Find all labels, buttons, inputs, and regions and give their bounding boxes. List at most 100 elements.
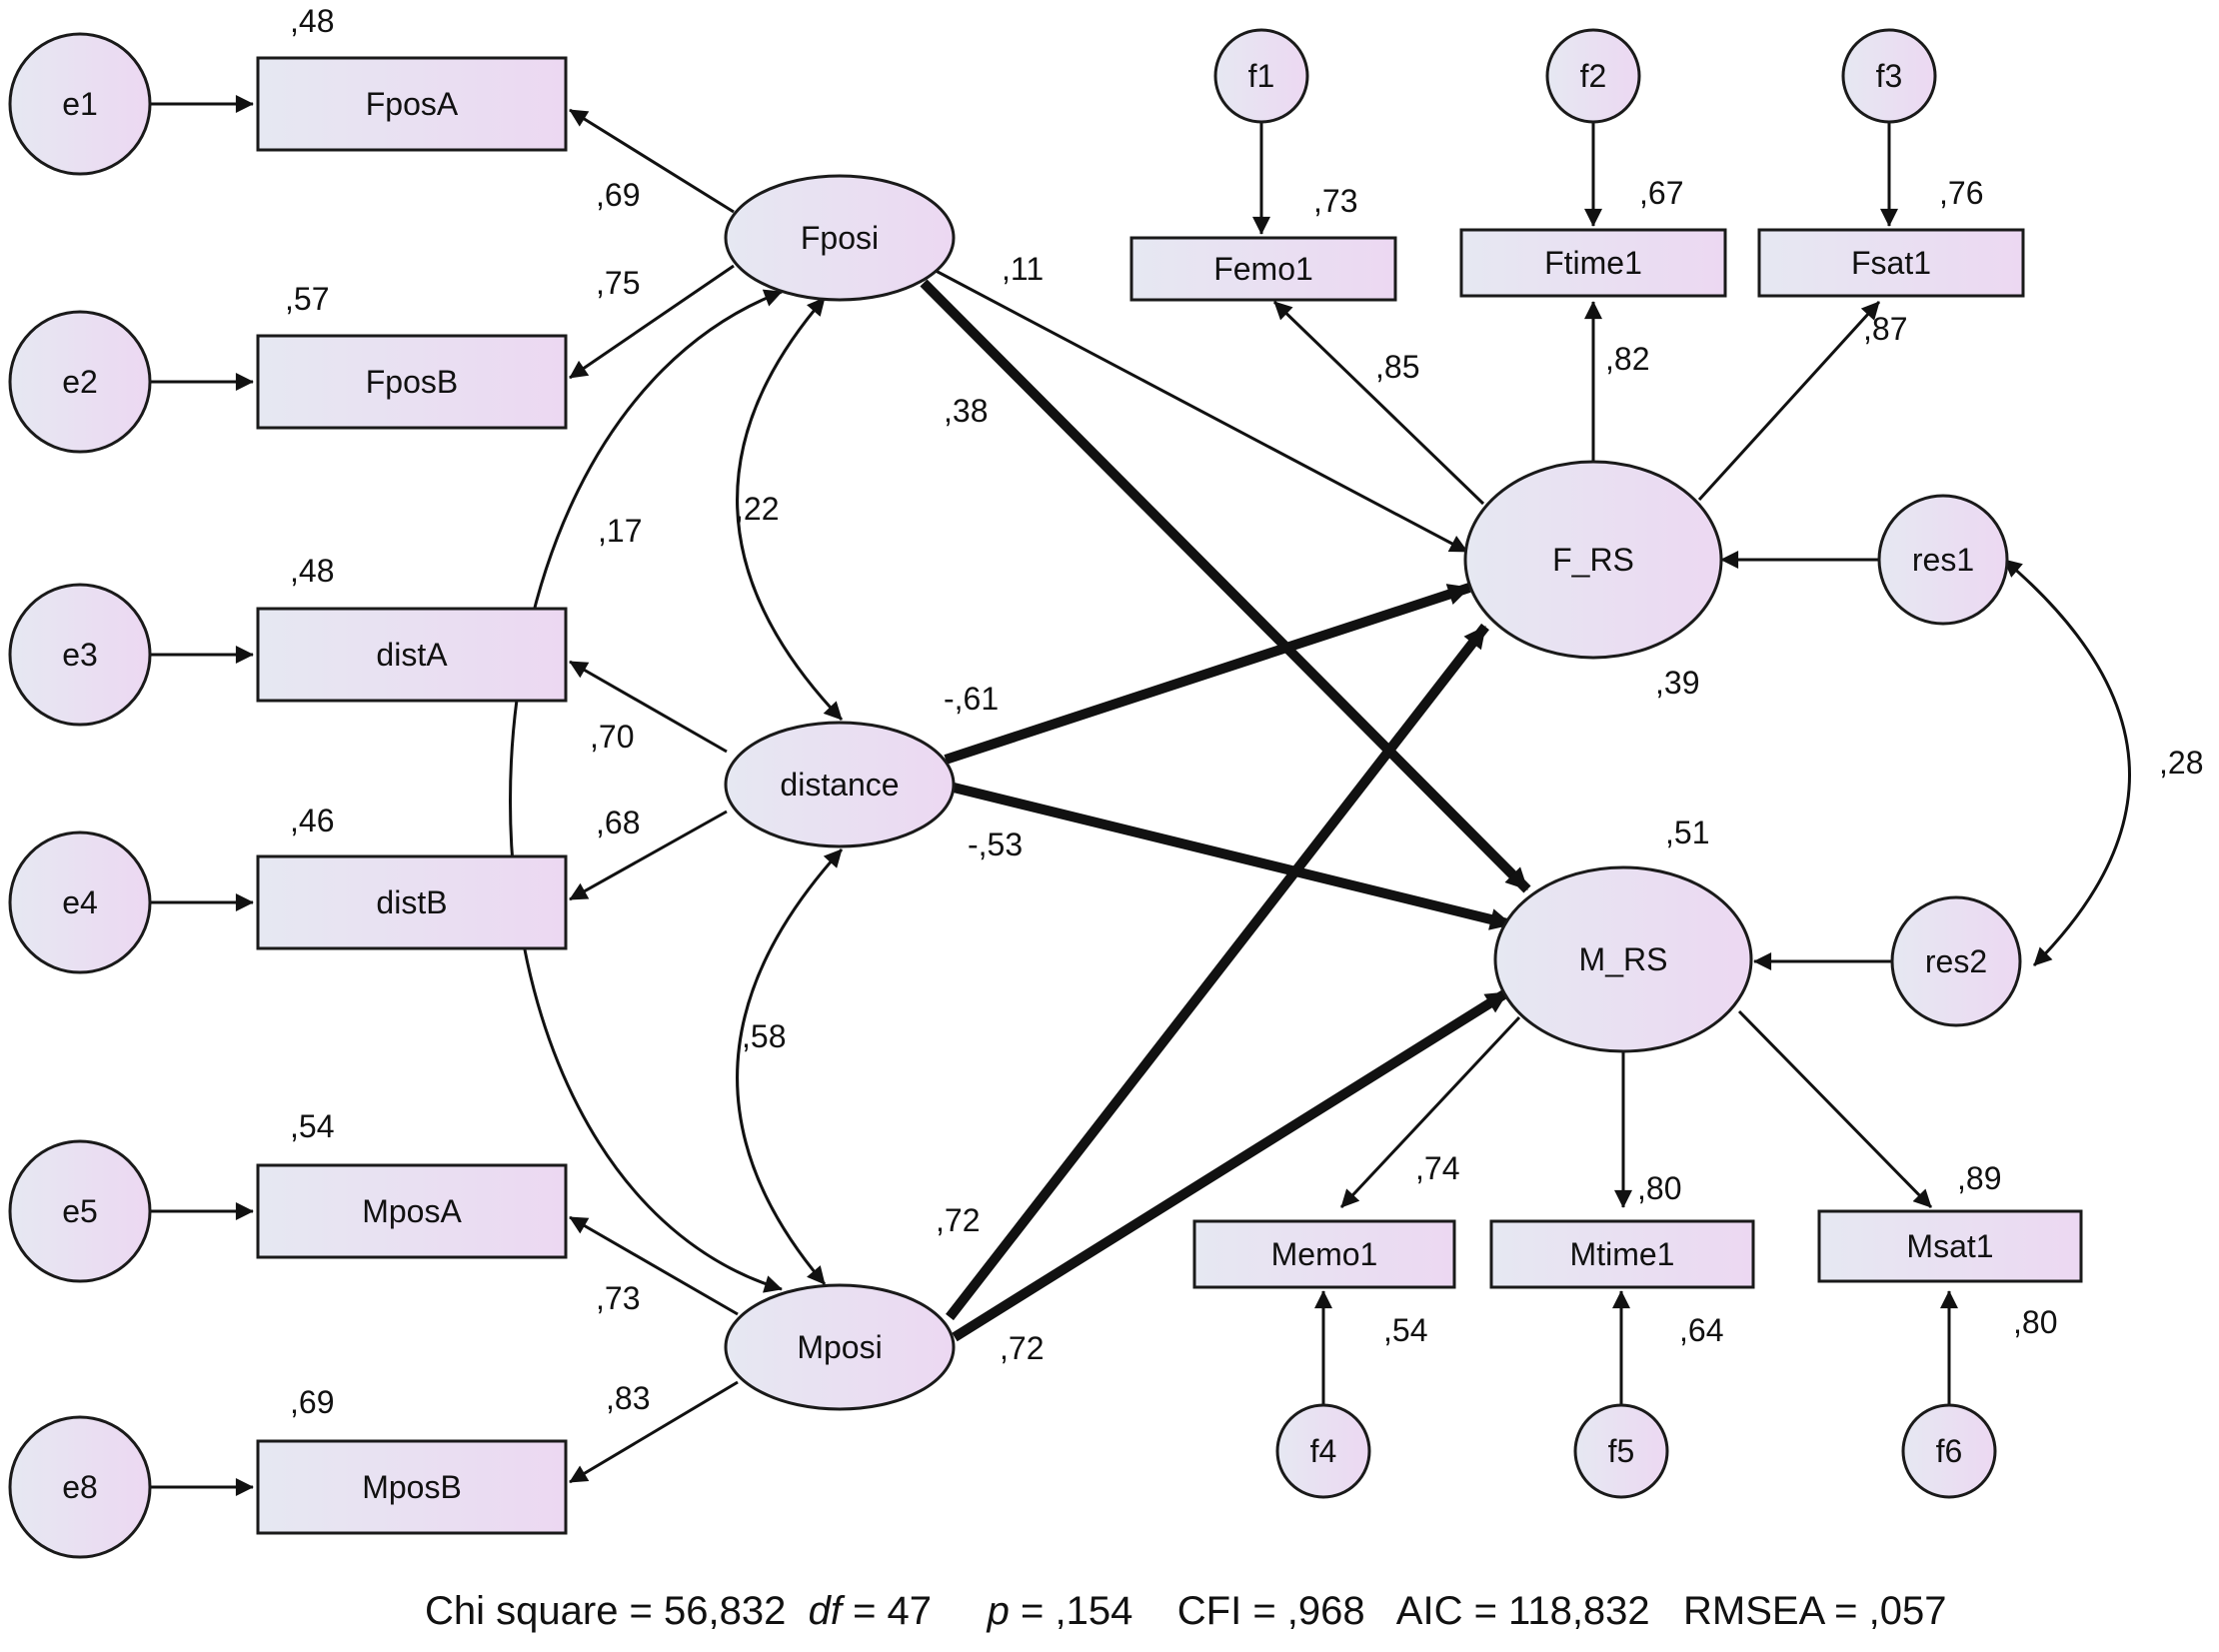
node-e2 [8,310,152,454]
coef-cov-Fposi-distance: ,22 [735,491,779,527]
coef-r2-MRS: ,51 [1665,815,1709,850]
coef-r2-Memo1: ,54 [1383,1312,1427,1348]
label-FposB: FposB [366,364,458,400]
node-Fsat1 [1757,228,2025,298]
fit-p-value: = ,154 [1009,1589,1133,1633]
coef-r2-MposA: ,54 [290,1108,334,1144]
node-distB [256,854,568,950]
label-f4: f4 [1310,1433,1337,1469]
coef-load-Mtime1: ,80 [1637,1170,1681,1206]
fit-rmsea: RMSEA = ,057 [1683,1589,1947,1633]
node-e5 [8,1139,152,1283]
label-e8: e8 [62,1469,98,1505]
node-MposA [256,1163,568,1259]
coef-r2-MposB: ,69 [290,1384,334,1420]
coef-load-Msat1: ,89 [1957,1160,2001,1196]
node-Fposi [724,174,956,302]
node-f6 [1901,1403,1997,1499]
fit-p-symbol: p [987,1589,1010,1633]
coef-path-distance-MRS: -,53 [968,826,1023,862]
label-MposA: MposA [362,1193,462,1229]
label-M_RS: M_RS [1579,941,1668,977]
fit-statistics: Chi square = 56,832 df = 47 p = ,154 CFI… [425,1589,1947,1634]
node-f5 [1573,1403,1669,1499]
label-F_RS: F_RS [1552,542,1634,578]
label-e4: e4 [62,884,98,920]
label-Fposi: Fposi [801,220,879,256]
coef-path-Mposi-FRS: ,72 [936,1202,980,1238]
fit-df-symbol: df [808,1589,842,1633]
fit-df-value: = 47 [841,1589,933,1633]
coef-r2-Msat1: ,80 [2013,1304,2057,1340]
node-FposB [256,334,568,430]
fit-chi-square: Chi square = 56,832 [425,1589,787,1633]
label-f1: f1 [1248,58,1275,94]
coef-load-Fsat1: ,87 [1863,311,1907,347]
label-f6: f6 [1936,1433,1963,1469]
coef-load-distB: ,68 [596,805,640,840]
node-Memo1 [1192,1219,1456,1289]
label-e5: e5 [62,1193,98,1229]
coef-path-distance-FRS: -,61 [944,681,999,717]
coef-load-MposB: ,83 [606,1380,650,1416]
coef-load-FposA: ,69 [596,177,640,213]
coef-r2-FRS: ,39 [1655,665,1699,701]
label-e2: e2 [62,364,98,400]
coef-r2-Mtime1: ,64 [1679,1312,1723,1348]
node-e4 [8,830,152,974]
label-MposB: MposB [362,1469,462,1505]
node-Ftime1 [1459,228,1727,298]
node-f2 [1545,28,1641,124]
label-res2: res2 [1925,943,1987,979]
coef-r2-FposB: ,57 [285,281,329,317]
coef-r2-distA: ,48 [290,553,334,589]
coef-load-Femo1: ,85 [1375,349,1419,385]
node-Femo1 [1129,236,1397,302]
label-distance: distance [780,767,899,803]
node-distance [724,721,956,848]
coef-cov-res: ,28 [2159,745,2203,781]
node-F_RS [1463,460,1723,660]
node-Mposi [724,1283,956,1411]
node-Mtime1 [1489,1219,1755,1289]
node-M_RS [1493,865,1753,1053]
node-e3 [8,583,152,727]
node-Msat1 [1817,1209,2083,1283]
label-Ftime1: Ftime1 [1544,245,1642,281]
coef-load-Memo1: ,74 [1415,1150,1459,1186]
node-res2 [1890,895,2022,1027]
coef-cov-Fposi-Mposi: ,17 [598,513,642,549]
coef-r2-FposA: ,48 [290,3,334,39]
label-Femo1: Femo1 [1213,251,1313,287]
node-f1 [1213,28,1309,124]
label-Mtime1: Mtime1 [1570,1236,1675,1272]
label-Fsat1: Fsat1 [1851,245,1931,281]
label-e3: e3 [62,637,98,673]
label-res1: res1 [1912,542,1974,578]
coef-cov-distance-Mposi: ,58 [742,1018,786,1054]
coef-r2-Femo1: ,73 [1313,183,1357,219]
node-distA [256,607,568,703]
coef-load-distA: ,70 [590,719,634,755]
label-f5: f5 [1608,1433,1635,1469]
label-f2: f2 [1580,58,1607,94]
coef-load-FposB: ,75 [596,265,640,301]
coef-load-Ftime1: ,82 [1605,341,1649,377]
coef-path-Fposi-MRS: ,38 [944,393,988,429]
coef-path-Mposi-MRS: ,72 [1000,1330,1044,1366]
coef-r2-distB: ,46 [290,803,334,838]
label-e1: e1 [62,86,98,122]
label-Msat1: Msat1 [1906,1228,1993,1264]
coef-r2-Ftime1: ,67 [1639,175,1683,211]
label-Mposi: Mposi [797,1329,882,1365]
label-distB: distB [376,884,447,920]
coef-load-MposA: ,73 [596,1280,640,1316]
node-f3 [1841,28,1937,124]
fit-cfi: CFI = ,968 [1176,1589,1365,1633]
coef-path-Fposi-FRS: ,11 [1002,251,1044,287]
label-f3: f3 [1876,58,1903,94]
node-f4 [1275,1403,1371,1499]
coef-r2-Fsat1: ,76 [1939,175,1983,211]
node-res1 [1877,494,2009,626]
